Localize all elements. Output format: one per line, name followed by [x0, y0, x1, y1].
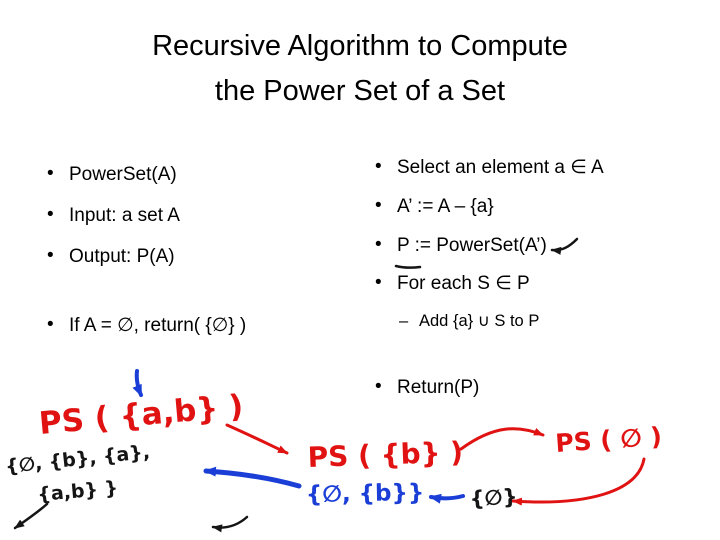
bullet-select-element: Select an element a ∈ A — [373, 155, 708, 180]
title-line-1: Recursive Algorithm to Compute — [152, 30, 568, 62]
bullet-return: Return(P) — [373, 375, 708, 400]
blue-arrow-to-black-set — [203, 466, 302, 489]
right-bullet-list: Select an element a ∈ A A’ := A – {a} P … — [373, 155, 708, 414]
handwriting-black-set-line2: {a,b} } — [37, 477, 119, 506]
bullet-powerset: PowerSet(A) — [45, 162, 355, 187]
handwriting-ps-b: PS ( {b} ) — [307, 436, 463, 474]
red-arrow-b-to-empty — [459, 427, 545, 451]
bullet-recursive-call: P := PowerSet(A’) — [373, 233, 708, 258]
red-arrow-ab-to-b — [225, 423, 289, 455]
handwriting-black-empty-set: {∅} — [469, 485, 518, 511]
black-arrow-bottom-left — [13, 502, 49, 530]
handwriting-ps-ab: PS ( {a,b} ) — [38, 388, 245, 442]
bullet-base-case: If A = ∅, return( {∅} ) — [45, 313, 355, 338]
sub-bullet-add-union: Add {a} ∪ S to P — [373, 311, 708, 332]
handwriting-blue-set: {∅, {b}} — [306, 480, 425, 508]
black-arrow-bottom-center — [211, 515, 249, 533]
title-line-2: the Power Set of a Set — [214, 74, 506, 107]
red-arrow-empty-to-result — [511, 457, 646, 506]
bullet-input: Input: a set A — [45, 203, 355, 228]
handwriting-black-set-line1: {∅, {b}, {a}, — [4, 441, 151, 478]
slide-title: Recursive Algorithm to Compute the Power… — [0, 24, 720, 114]
left-bullet-list: PowerSet(A) Input: a set A Output: P(A) … — [45, 162, 355, 355]
bullet-for-each: For each S ∈ P — [373, 271, 708, 296]
blue-arrow-result-to-set — [429, 493, 465, 504]
bullet-output: Output: P(A) — [45, 244, 355, 269]
blue-down-arrow — [132, 369, 143, 397]
handwriting-ps-empty: PS ( ∅ ) — [554, 422, 662, 458]
bullet-a-prime: A’ := A – {a} — [373, 194, 708, 219]
